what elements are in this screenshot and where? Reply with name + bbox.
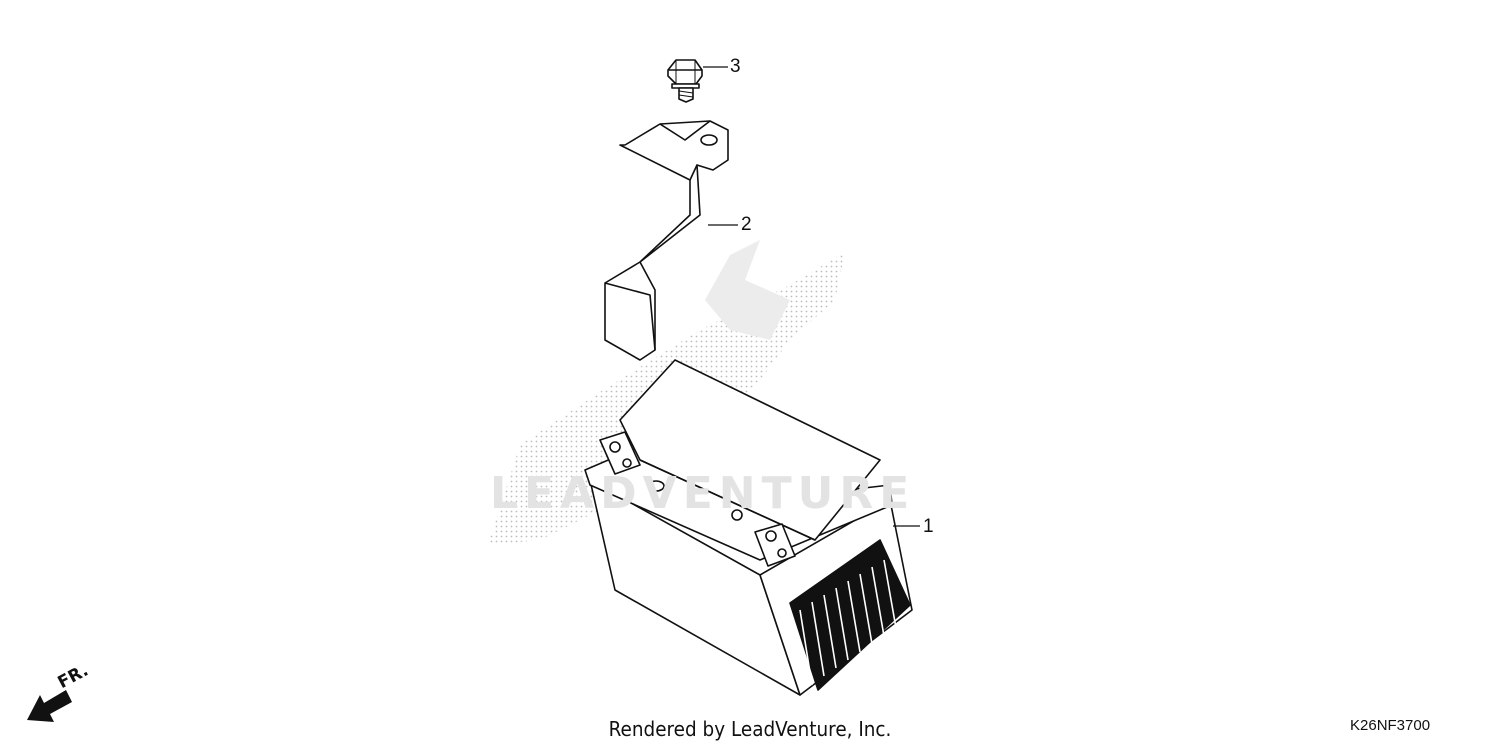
render-credit: Rendered by LeadVenture, Inc. (608, 717, 892, 741)
watermark-text: LEADVENTURE (490, 468, 916, 519)
callout-number-3: 3 (730, 56, 741, 77)
battery-band-part (604, 120, 729, 361)
bolt-part (667, 59, 703, 103)
battery-part (584, 359, 913, 696)
front-direction-arrow (27, 690, 72, 722)
callout-number-2: 2 (741, 214, 752, 235)
callout-number-1: 1 (923, 516, 934, 537)
diagram-code: K26NF3700 (1350, 717, 1431, 734)
